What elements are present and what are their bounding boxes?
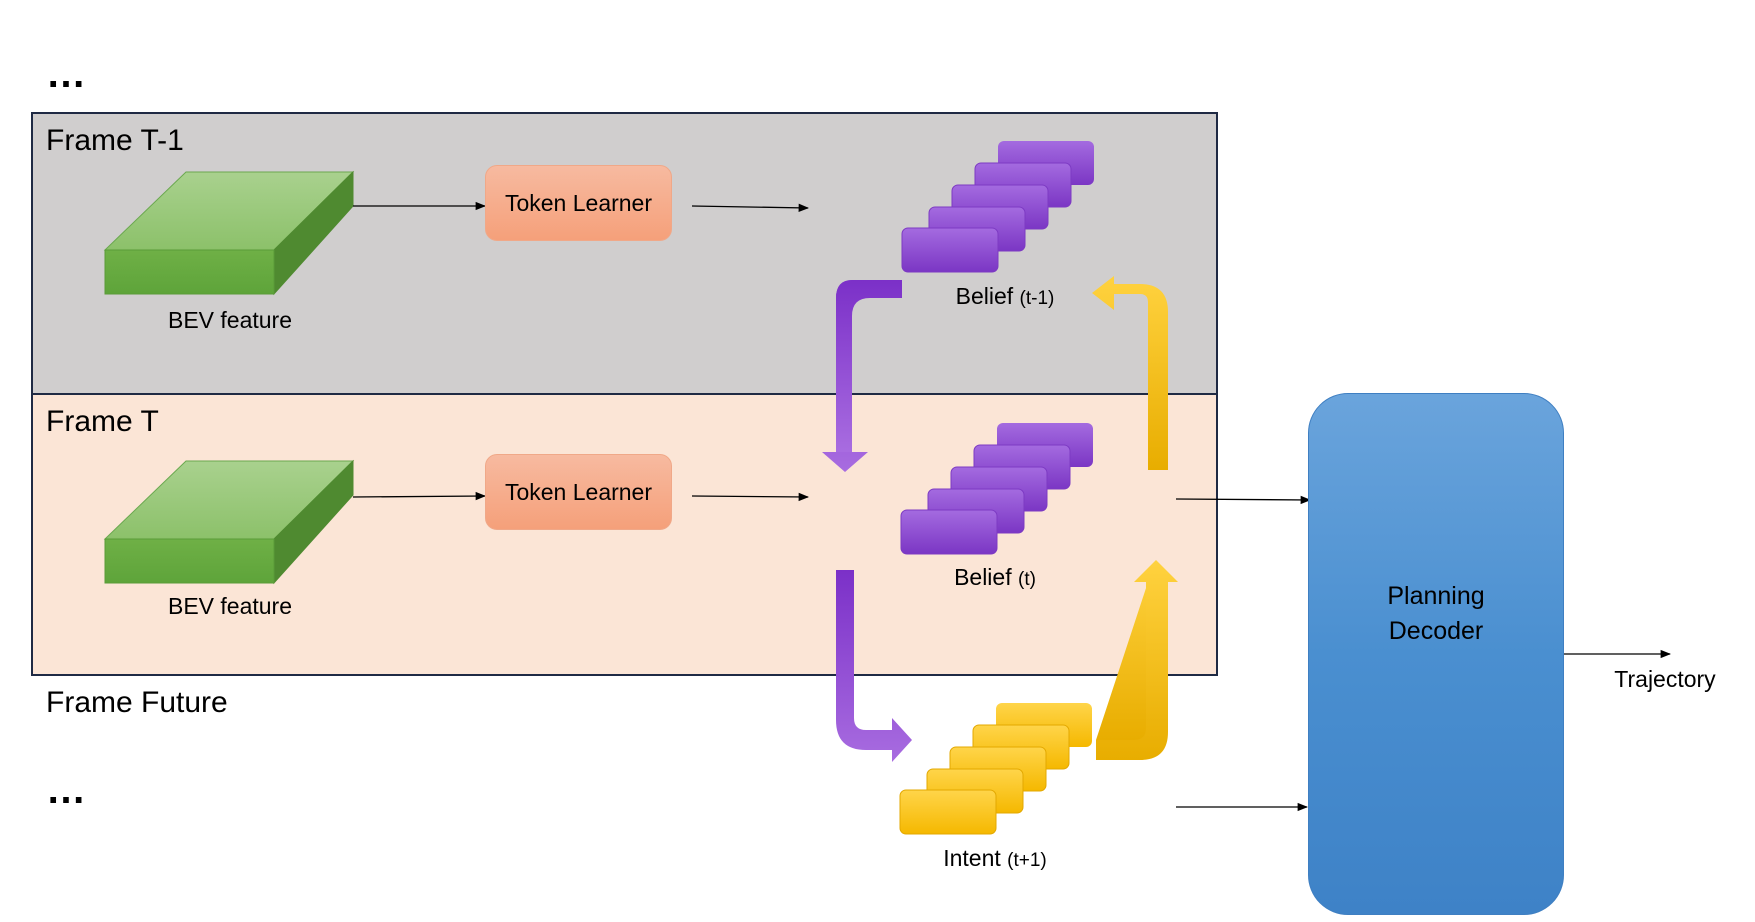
arrow-belief-to-belief-prev — [1092, 276, 1168, 470]
top-ellipsis: … — [46, 52, 90, 96]
token-learner-prev: Token Learner — [485, 165, 672, 241]
belief-current-stack — [900, 423, 1093, 555]
arrow-bev-to-token-curr — [352, 491, 487, 501]
arrow-belief-prev-to-current — [822, 280, 902, 472]
frame-prev-label: Frame T-1 — [46, 124, 184, 157]
bev-label-current: BEV feature — [167, 593, 293, 619]
planner-line1: Planning — [1387, 582, 1485, 610]
intent-next-sub: (t+1) — [1007, 850, 1047, 871]
belief-prev-sub: (t-1) — [1019, 288, 1055, 309]
belief-current-label: Belief (t) — [920, 564, 1070, 591]
intent-next-stack — [899, 703, 1092, 835]
intent-next-label: Intent (t+1) — [920, 845, 1070, 872]
arrow-belief-to-planner — [1175, 495, 1312, 505]
arrow-token-to-belief-curr — [691, 492, 810, 502]
bev-label-prev: BEV feature — [167, 307, 293, 333]
token-learner-current: Token Learner — [485, 454, 672, 530]
bottom-ellipsis: … — [46, 768, 90, 812]
belief-current-main: Belief — [954, 564, 1012, 590]
belief-prev-stack — [901, 141, 1094, 273]
trajectory-label: Trajectory — [1614, 666, 1716, 692]
frame-current-label: Frame T — [46, 405, 159, 438]
frame-future-label: Frame Future — [46, 686, 228, 719]
belief-prev-main: Belief — [955, 283, 1014, 309]
planner-line2: Decoder — [1388, 617, 1484, 645]
bev-block-prev — [103, 170, 355, 296]
arrow-belief-to-intent — [836, 570, 912, 762]
intent-next-main: Intent — [943, 845, 1001, 871]
planning-decoder: Planning Decoder — [1308, 393, 1564, 915]
belief-current-sub: (t) — [1018, 569, 1036, 590]
belief-prev-label: Belief (t-1) — [930, 283, 1080, 310]
bev-block-current — [103, 459, 355, 585]
arrow-intent-to-belief — [1096, 562, 1175, 740]
arrow-token-to-belief-prev — [691, 203, 810, 212]
